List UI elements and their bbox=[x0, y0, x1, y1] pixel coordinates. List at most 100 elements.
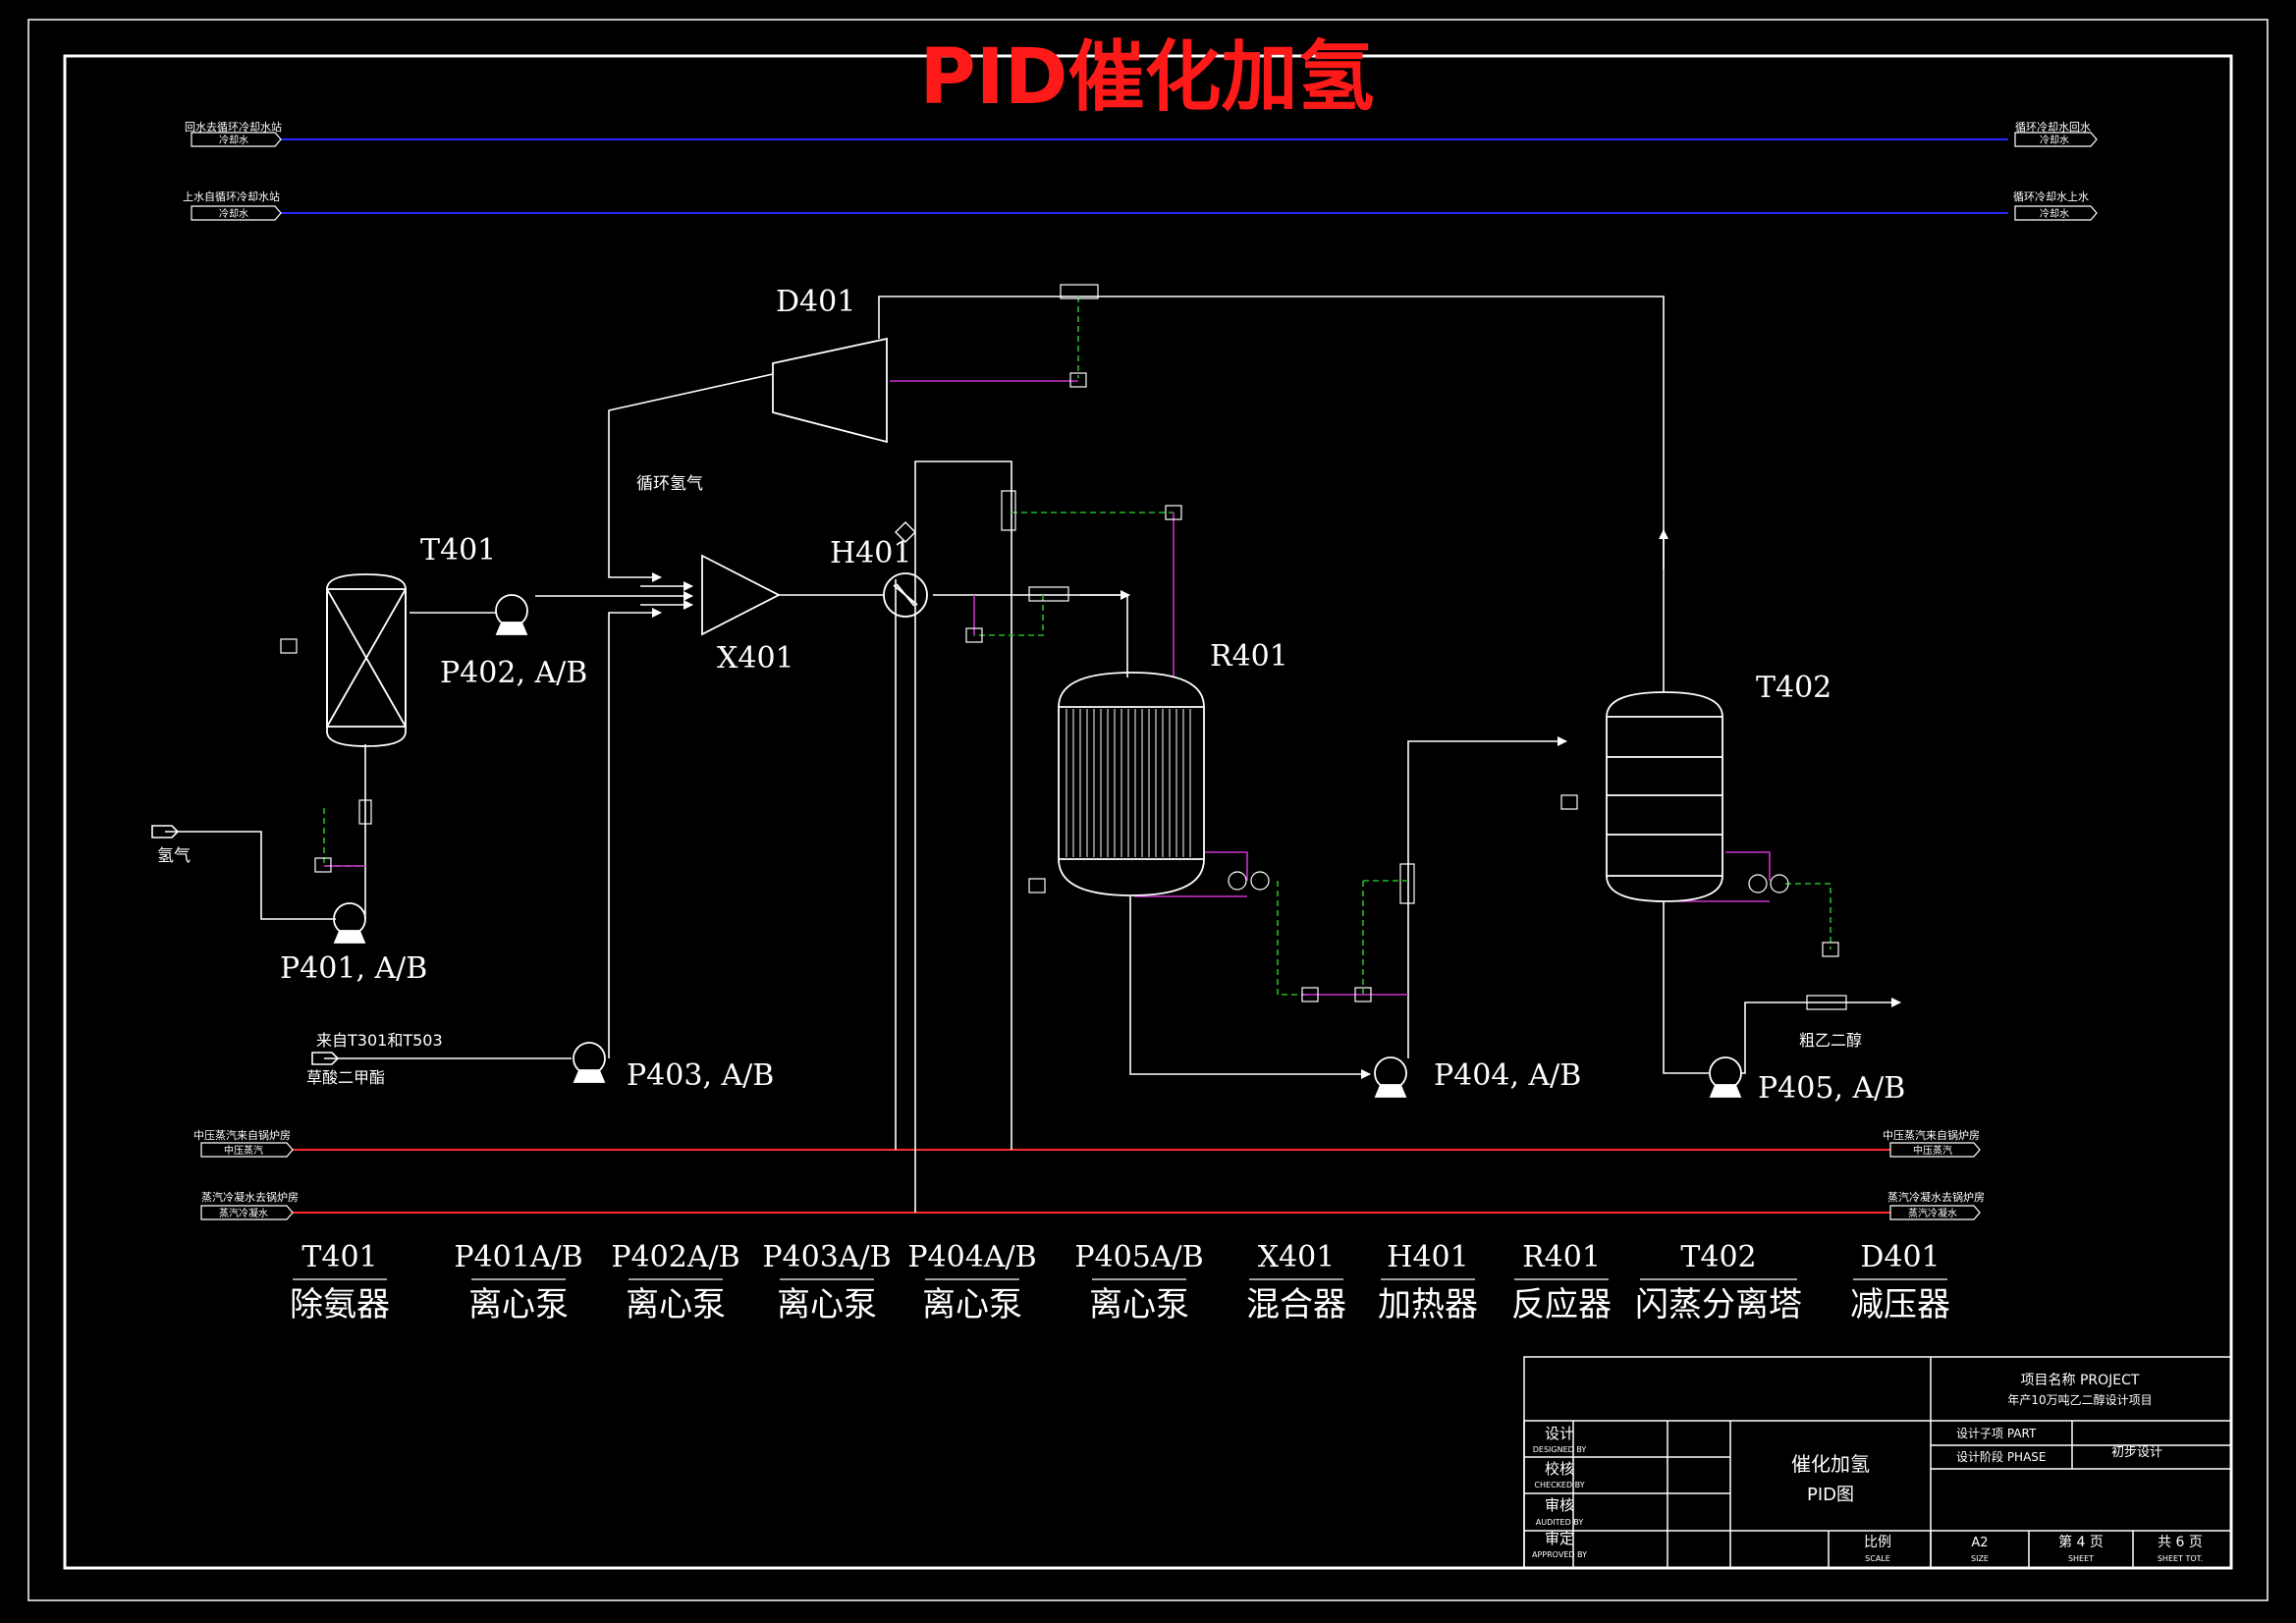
dmo-label: 草酸二甲酯 bbox=[306, 1068, 385, 1087]
cw-supply-left-note: 上水自循环冷却水站 bbox=[183, 189, 280, 203]
cw-supply-left-tag: 冷却水 bbox=[191, 205, 282, 221]
p404-flow-indicator-icon bbox=[1301, 987, 1319, 1002]
p401-flow-indicator-icon bbox=[314, 857, 332, 873]
cw-supply-right-note: 循环冷却水上水 bbox=[2013, 190, 2089, 203]
checked-label: 校核 bbox=[1545, 1460, 1574, 1478]
t402-level-indicator-icon bbox=[1560, 794, 1578, 810]
svg-text:冷却水: 冷却水 bbox=[219, 207, 248, 220]
legend-item: H401 加热器 bbox=[1378, 1240, 1478, 1325]
r401-to-p404-line bbox=[1129, 896, 1371, 1079]
drawing-type: PID图 bbox=[1807, 1485, 1854, 1505]
legend-name: 离心泵 bbox=[922, 1285, 1022, 1325]
p401-tag: P401, A/B bbox=[280, 951, 427, 986]
legend-name: 加热器 bbox=[1378, 1285, 1478, 1325]
project-label: 项目名称 PROJECT bbox=[2021, 1373, 2140, 1388]
project-value: 年产10万吨乙二醇设计项目 bbox=[2007, 1392, 2152, 1407]
legend-tag: H401 bbox=[1387, 1240, 1468, 1274]
dmo-feed-arrow-icon bbox=[311, 1052, 340, 1065]
p405-pump bbox=[1709, 1056, 1742, 1098]
svg-text:蒸汽冷凝水: 蒸汽冷凝水 bbox=[219, 1207, 268, 1219]
r401-inlet-control-valve-icon bbox=[1028, 586, 1069, 602]
cw-return-left-tag: 冷却水 bbox=[191, 132, 282, 147]
h401-control-valve-icon bbox=[1001, 490, 1016, 531]
p404-valve-indicator-icon bbox=[1354, 987, 1372, 1002]
p402-tag: P402, A/B bbox=[440, 656, 587, 690]
outer-frame bbox=[27, 19, 2269, 1601]
d401-pressure-indicator-icon bbox=[1069, 372, 1087, 388]
svg-text:冷却水: 冷却水 bbox=[2040, 134, 2069, 146]
cond-right-tag: 蒸汽冷凝水 bbox=[1889, 1205, 1981, 1220]
d401-reducer bbox=[772, 337, 888, 444]
steam-left-note: 中压蒸汽来自锅炉房 bbox=[193, 1128, 291, 1142]
svg-text:冷却水: 冷却水 bbox=[219, 134, 248, 146]
legend-tag: T401 bbox=[301, 1240, 377, 1274]
legend-name: 离心泵 bbox=[468, 1285, 569, 1325]
recycle-control-valve-icon bbox=[1060, 284, 1099, 299]
h401-vent-valve-icon bbox=[895, 521, 916, 543]
legend-name: 离心泵 bbox=[626, 1285, 726, 1325]
t401-column bbox=[326, 573, 407, 747]
steam-left-tag: 中压蒸汽 bbox=[200, 1142, 294, 1158]
sheet-value: 第 4 页 bbox=[2058, 1534, 2104, 1550]
d401-tag: D401 bbox=[776, 285, 855, 319]
control-signals bbox=[323, 297, 1831, 996]
recycle-h2-label: 循环氢气 bbox=[636, 474, 703, 494]
approved-en: APPROVED BY bbox=[1532, 1550, 1587, 1559]
p403-pump bbox=[573, 1042, 606, 1083]
steam-right-tag: 中压蒸汽 bbox=[1889, 1142, 1981, 1158]
legend-tag: D401 bbox=[1860, 1240, 1940, 1274]
scale-label: 比例 bbox=[1864, 1535, 1891, 1550]
size-value: A2 bbox=[1971, 1536, 1988, 1550]
cond-right-note: 蒸汽冷凝水去锅炉房 bbox=[1887, 1190, 1985, 1204]
legend-name: 离心泵 bbox=[1089, 1285, 1189, 1325]
equipment-legend: T401除氨器P401A/B离心泵P402A/B离心泵P403A/B离心泵P40… bbox=[290, 1240, 1950, 1325]
h401-tag: H401 bbox=[830, 536, 911, 570]
hydrogen-feed-line bbox=[165, 831, 336, 920]
t402-vapor-line bbox=[878, 296, 1665, 692]
t402-separator bbox=[1606, 691, 1723, 902]
cond-left-tag: 蒸汽冷凝水 bbox=[200, 1205, 294, 1220]
legend-item: P401A/B 离心泵 bbox=[454, 1240, 582, 1325]
product-control-valve-icon bbox=[1806, 995, 1847, 1010]
svg-text:中压蒸汽: 中压蒸汽 bbox=[224, 1144, 263, 1157]
legend-name: 混合器 bbox=[1246, 1285, 1346, 1325]
t401-tag: T401 bbox=[420, 533, 496, 568]
sheet-en: SHEET bbox=[2068, 1554, 2094, 1563]
title-block bbox=[1523, 1356, 2232, 1569]
r401-tube-bundle bbox=[1066, 709, 1191, 857]
drawing-name: 催化加氢 bbox=[1791, 1452, 1870, 1476]
legend-item: T401 除氨器 bbox=[290, 1240, 390, 1325]
cw-return-right-note: 循环冷却水回水 bbox=[2015, 121, 2091, 134]
legend-tag: P401A/B bbox=[454, 1240, 582, 1274]
x401-mixer bbox=[701, 554, 781, 636]
h401-condensate-line bbox=[914, 460, 1012, 1213]
legend-item: D401 减压器 bbox=[1850, 1240, 1950, 1325]
h401-temp-indicator-icon bbox=[965, 627, 983, 643]
svg-text:冷却水: 冷却水 bbox=[2040, 207, 2069, 220]
total-en: SHEET TOT. bbox=[2158, 1554, 2203, 1563]
h401-heater bbox=[883, 572, 928, 618]
r401-reactor bbox=[1058, 672, 1205, 896]
p405-flow-indicator-icon bbox=[1822, 942, 1839, 957]
p402-pump bbox=[495, 594, 528, 635]
t402-temp-element-a-icon bbox=[1748, 874, 1768, 893]
medium-pressure-steam: 中压蒸汽来自锅炉房 中压蒸汽 中压蒸汽来自锅炉房 中压蒸汽 bbox=[193, 1128, 1981, 1158]
p404-pump bbox=[1374, 1056, 1407, 1098]
r401-temp-element-b-icon bbox=[1250, 871, 1270, 891]
scale-en: SCALE bbox=[1865, 1554, 1890, 1563]
p404-tag: P404, A/B bbox=[1434, 1058, 1581, 1093]
hydrogen-label: 氢气 bbox=[157, 846, 191, 866]
crude-eg-label: 粗乙二醇 bbox=[1799, 1031, 1862, 1050]
legend-name: 除氨器 bbox=[290, 1285, 390, 1325]
p403-to-x401-line bbox=[608, 608, 662, 1058]
cw-return-left-note: 回水去循环冷却水站 bbox=[185, 120, 282, 134]
legend-name: 减压器 bbox=[1850, 1285, 1950, 1325]
r401-temp-element-a-icon bbox=[1228, 871, 1247, 891]
phase-value: 初步设计 bbox=[2111, 1445, 2162, 1460]
steam-condensate: 蒸汽冷凝水去锅炉房 蒸汽冷凝水 蒸汽冷凝水去锅炉房 蒸汽冷凝水 bbox=[200, 1190, 1985, 1220]
